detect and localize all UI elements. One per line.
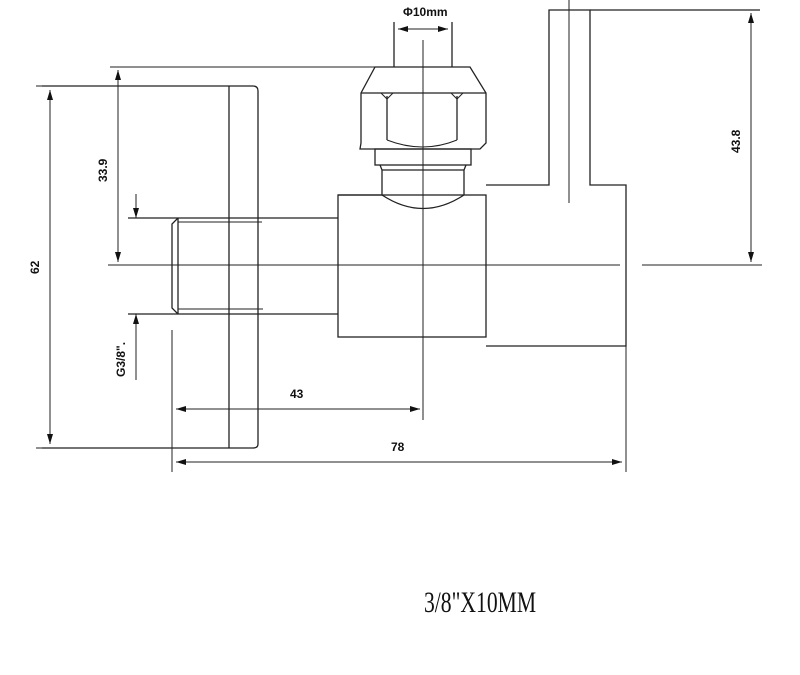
- extension-lines: [36, 66, 627, 472]
- dim-pipe-diameter: Φ10mm: [403, 5, 448, 19]
- outlet-body: [486, 9, 760, 347]
- valve-body: [337, 194, 487, 338]
- dim-inlet-to-axis: 43: [290, 387, 304, 401]
- drawing-title: 3/8"X10MM: [424, 586, 537, 619]
- dim-overall-height: 62: [28, 260, 42, 274]
- handle-plate: [42, 85, 259, 449]
- center-lines: [108, 0, 762, 420]
- dim-thread: G3/8".: [114, 342, 128, 377]
- inlet-thread: [128, 217, 338, 315]
- dim-handle-height: 43.8: [729, 129, 743, 153]
- dim-inlet-to-top: 33.9: [96, 158, 110, 182]
- dim-overall-length: 78: [391, 440, 405, 454]
- dimension-lines: [47, 13, 754, 465]
- compression-nut: [359, 22, 487, 210]
